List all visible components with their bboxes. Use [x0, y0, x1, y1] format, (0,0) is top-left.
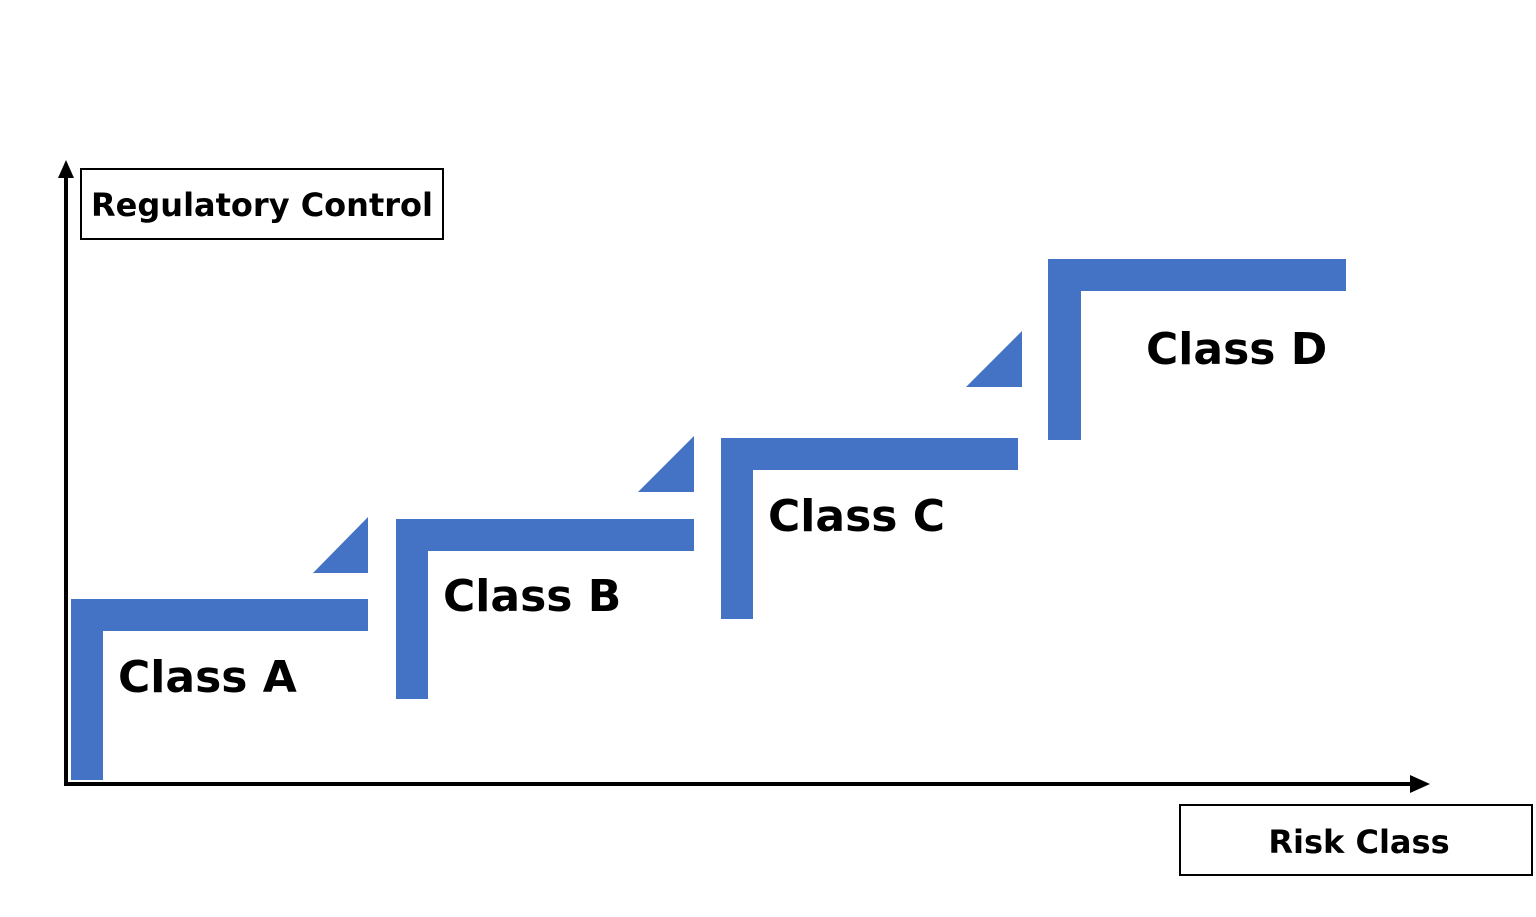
y-axis-label-box: Regulatory Control — [80, 168, 444, 240]
y-axis-label: Regulatory Control — [91, 186, 433, 224]
x-axis-label-box: Risk Class — [1179, 804, 1533, 876]
step-class-b-triangle — [638, 436, 694, 492]
step-class-a: Class A — [71, 517, 368, 780]
step-class-b-tread — [396, 519, 694, 551]
step-class-b-label: Class B — [443, 571, 621, 622]
y-axis-arrowhead — [58, 160, 74, 178]
step-class-d-label: Class D — [1146, 324, 1327, 375]
x-axis-label: Risk Class — [1268, 823, 1449, 861]
step-class-a-label: Class A — [118, 652, 297, 703]
step-class-d: Class D — [1048, 259, 1346, 440]
step-class-a-tread — [71, 599, 368, 631]
step-class-d-tread — [1048, 259, 1346, 291]
step-class-c-label: Class C — [768, 491, 945, 542]
step-class-b: Class B — [396, 436, 694, 699]
step-class-c-triangle — [966, 331, 1022, 387]
step-class-c: Class C — [721, 331, 1022, 619]
step-class-a-triangle — [313, 517, 368, 573]
x-axis-arrowhead — [1410, 775, 1430, 793]
step-class-c-tread — [721, 438, 1018, 470]
